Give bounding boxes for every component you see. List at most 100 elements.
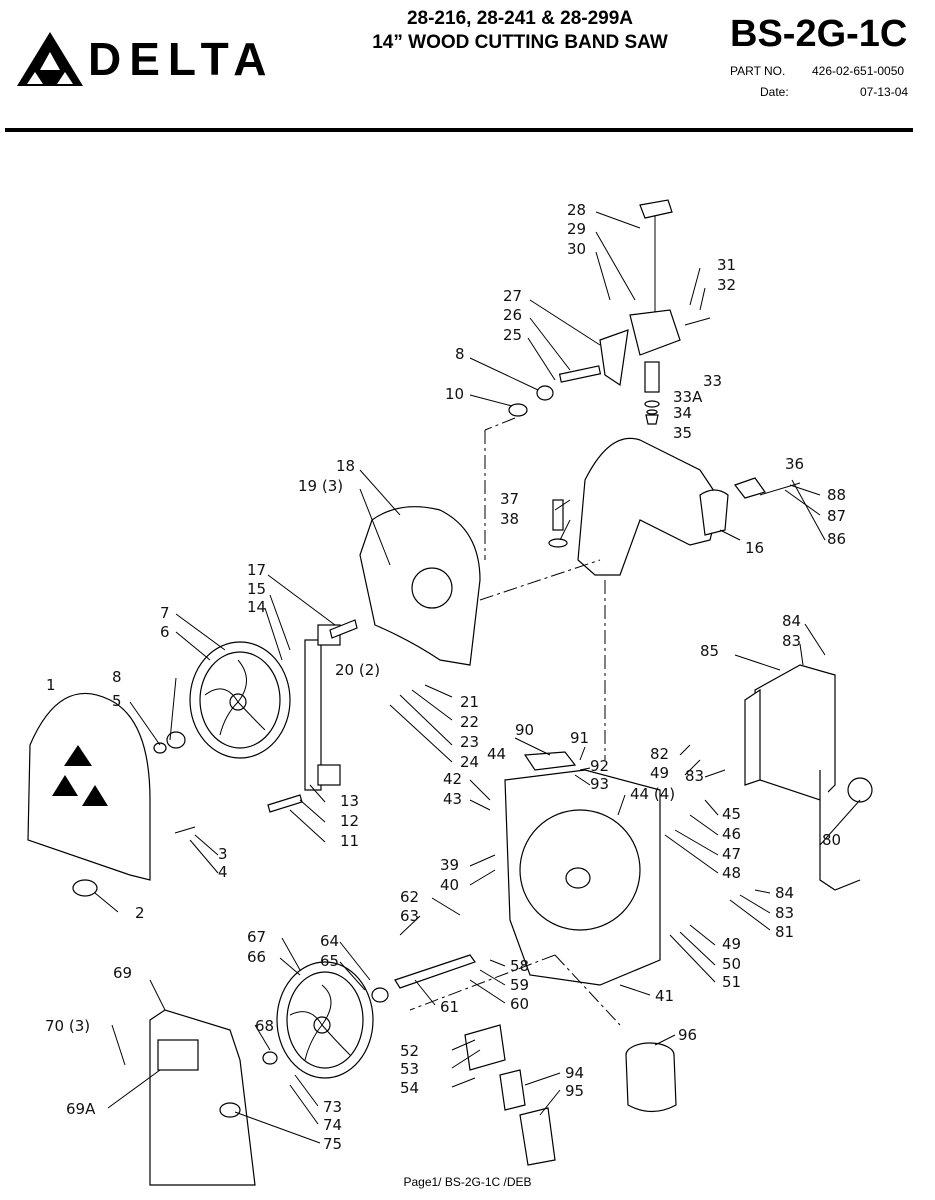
callout: 44 <box>487 745 506 763</box>
callout: 59 <box>510 976 529 994</box>
callout: 45 <box>722 805 741 823</box>
callout: 91 <box>570 729 589 747</box>
callout: 15 <box>247 580 266 598</box>
callout: 31 <box>717 256 736 274</box>
lower-outer-cover <box>149 1009 256 1186</box>
tension-slide <box>267 619 358 813</box>
part-no-label: PART NO. <box>730 64 786 78</box>
callout: 42 <box>443 770 462 788</box>
callout: 34 <box>673 404 692 422</box>
callout: 52 <box>400 1042 419 1060</box>
callout: 37 <box>500 490 519 508</box>
callout: 84 <box>782 612 801 630</box>
callout: 19 (3) <box>298 477 343 495</box>
callout: 1 <box>46 676 56 694</box>
frame-arm <box>548 437 801 576</box>
callout: 43 <box>443 790 462 808</box>
callout: 35 <box>673 424 692 442</box>
callout: 87 <box>827 507 846 525</box>
callout: 62 <box>400 888 419 906</box>
callout: 49 <box>650 764 669 782</box>
callout: 80 <box>822 831 841 849</box>
callout: 66 <box>247 948 266 966</box>
callout: 2 <box>135 904 145 922</box>
callout: 64 <box>320 932 339 950</box>
lower-wheel <box>262 954 476 1079</box>
callout: 24 <box>460 753 479 771</box>
callout: 39 <box>440 856 459 874</box>
callout: 65 <box>320 952 339 970</box>
callout: 63 <box>400 907 419 925</box>
callout: 4 <box>218 863 228 881</box>
document-id: BS-2G-1C <box>730 13 908 55</box>
callout: 28 <box>567 201 586 219</box>
callout: 95 <box>565 1082 584 1100</box>
brand-wordmark: DELTA <box>88 33 275 85</box>
callout: 21 <box>460 693 479 711</box>
callout: 67 <box>247 928 266 946</box>
callout: 30 <box>567 240 586 258</box>
part-no-value: 426-02-651-0050 <box>812 64 905 78</box>
callout: 3 <box>218 845 228 863</box>
callout: 48 <box>722 864 741 882</box>
upper-wheel <box>153 641 291 759</box>
product-title: 14” WOOD CUTTING BAND SAW <box>372 32 668 53</box>
callout: 46 <box>722 825 741 843</box>
main-frame <box>409 751 661 1026</box>
callout: 27 <box>503 287 522 305</box>
callout: 86 <box>827 530 846 548</box>
callout: 82 <box>650 745 669 763</box>
callout: 70 (3) <box>45 1017 90 1035</box>
callout: 32 <box>717 276 736 294</box>
callout: 69 <box>113 964 132 982</box>
upper-wheel-cover <box>359 506 606 760</box>
callout: 69A <box>66 1100 96 1118</box>
callout: 94 <box>565 1064 584 1082</box>
callout: 58 <box>510 957 529 975</box>
callout: 74 <box>323 1116 342 1134</box>
delta-logo-triangle-icon <box>15 30 85 93</box>
callout: 81 <box>775 923 794 941</box>
callout: 13 <box>340 792 359 810</box>
callout: 8 <box>112 668 122 686</box>
callout: 29 <box>567 220 586 238</box>
callout: 25 <box>503 326 522 344</box>
callout: 61 <box>440 998 459 1016</box>
callout: 40 <box>440 876 459 894</box>
dust-chute-parts <box>464 1024 677 1166</box>
callout: 83 <box>685 767 704 785</box>
blade-guard <box>744 664 873 891</box>
callout: 88 <box>827 486 846 504</box>
callout: 8 <box>455 345 465 363</box>
callout: 96 <box>678 1026 697 1044</box>
upper-outer-cover <box>27 692 196 897</box>
callout: 84 <box>775 884 794 902</box>
header-rule <box>5 128 913 132</box>
callout: 11 <box>340 832 359 850</box>
callout: 85 <box>700 642 719 660</box>
date-label: Date: <box>760 85 789 99</box>
callout: 83 <box>775 904 794 922</box>
callout: 83 <box>782 632 801 650</box>
callout: 90 <box>515 721 534 739</box>
callout: 50 <box>722 955 741 973</box>
callout: 60 <box>510 995 529 1013</box>
model-numbers: 28-216, 28-241 & 28-299A <box>406 8 634 29</box>
callout: 33A <box>673 388 703 406</box>
leader-lines <box>94 211 861 1144</box>
callout-labels: 28 29 30 31 32 27 26 25 8 10 33 33A 34 3… <box>45 201 846 1153</box>
callout: 68 <box>255 1017 274 1035</box>
callout: 14 <box>247 598 266 616</box>
callout: 12 <box>340 812 359 830</box>
callout: 18 <box>336 457 355 475</box>
callout: 51 <box>722 973 741 991</box>
callout: 10 <box>445 385 464 403</box>
callout: 47 <box>722 845 741 863</box>
upper-guide-assembly <box>484 199 711 560</box>
page-footer: Page1/ BS-2G-1C /DEB <box>403 1175 532 1189</box>
callout: 41 <box>655 987 674 1005</box>
callout: 53 <box>400 1060 419 1078</box>
callout: 38 <box>500 510 519 528</box>
callout: 16 <box>745 539 764 557</box>
